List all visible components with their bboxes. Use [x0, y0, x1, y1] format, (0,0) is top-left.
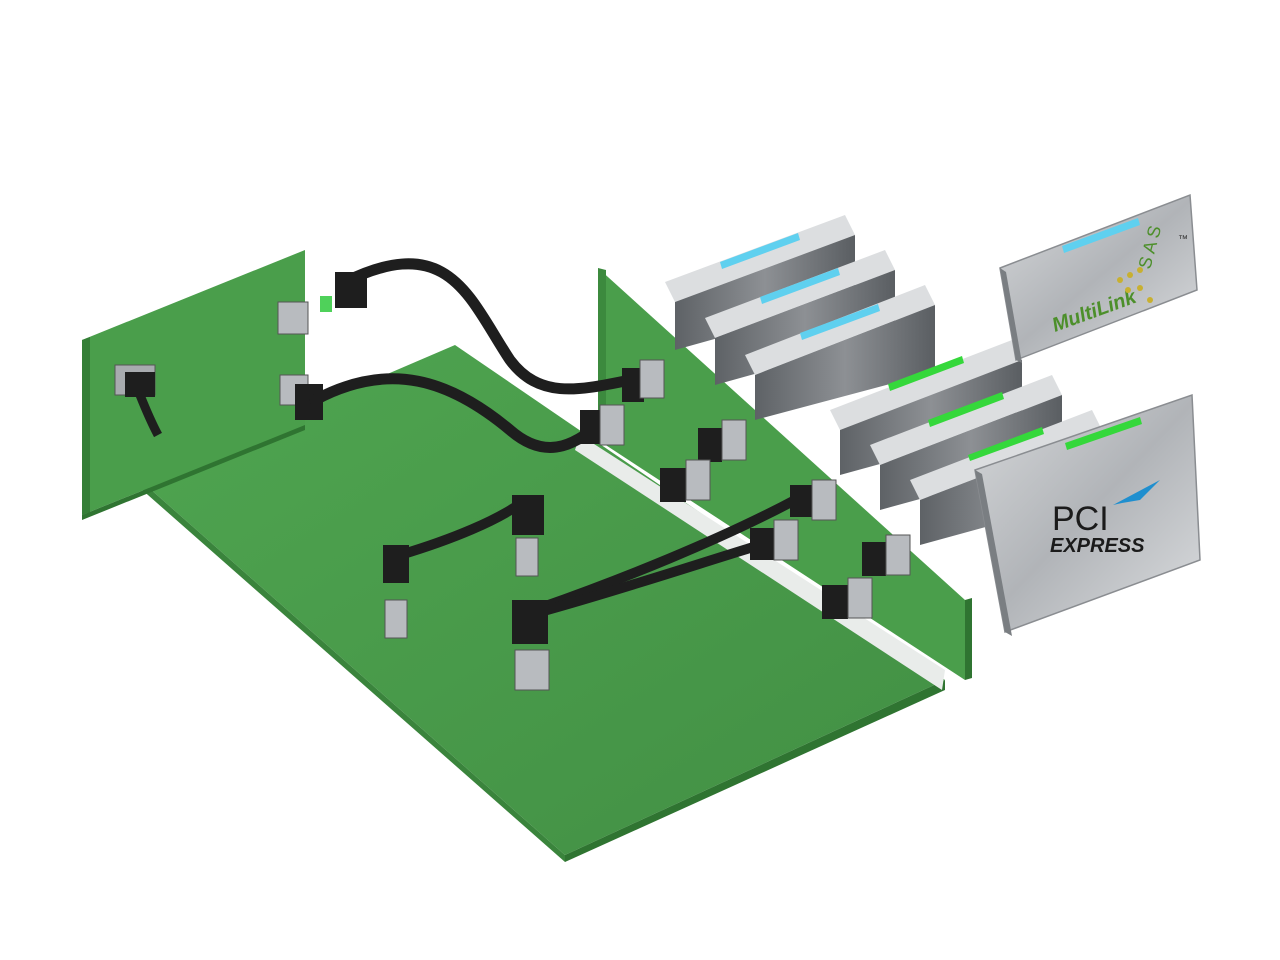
pcie-arrow-icon [1113, 480, 1160, 505]
cable-upper [335, 258, 636, 395]
multilink-logo-dots-icon [1117, 267, 1153, 303]
cable-short-floor [383, 495, 544, 639]
sas-drive-3 [745, 285, 935, 420]
express-logo-text: EXPRESS [1050, 535, 1145, 557]
cable-lower [309, 373, 611, 453]
trademark-mark: ™ [1178, 234, 1188, 245]
left-board-connector-upper [277, 296, 332, 335]
left-board-connector [114, 364, 162, 438]
pci-express-drive: PCI EXPRESS [974, 393, 1201, 636]
multilink-sas-drive: MultiLink S A S ™ [999, 193, 1198, 363]
cable-split-floor [512, 495, 800, 691]
pci-logo-text: PCI [1052, 500, 1109, 538]
middle-board-connectors [580, 359, 911, 619]
middle-board [598, 268, 972, 680]
left-board-connector-lower [279, 374, 323, 420]
left-board [82, 250, 305, 520]
